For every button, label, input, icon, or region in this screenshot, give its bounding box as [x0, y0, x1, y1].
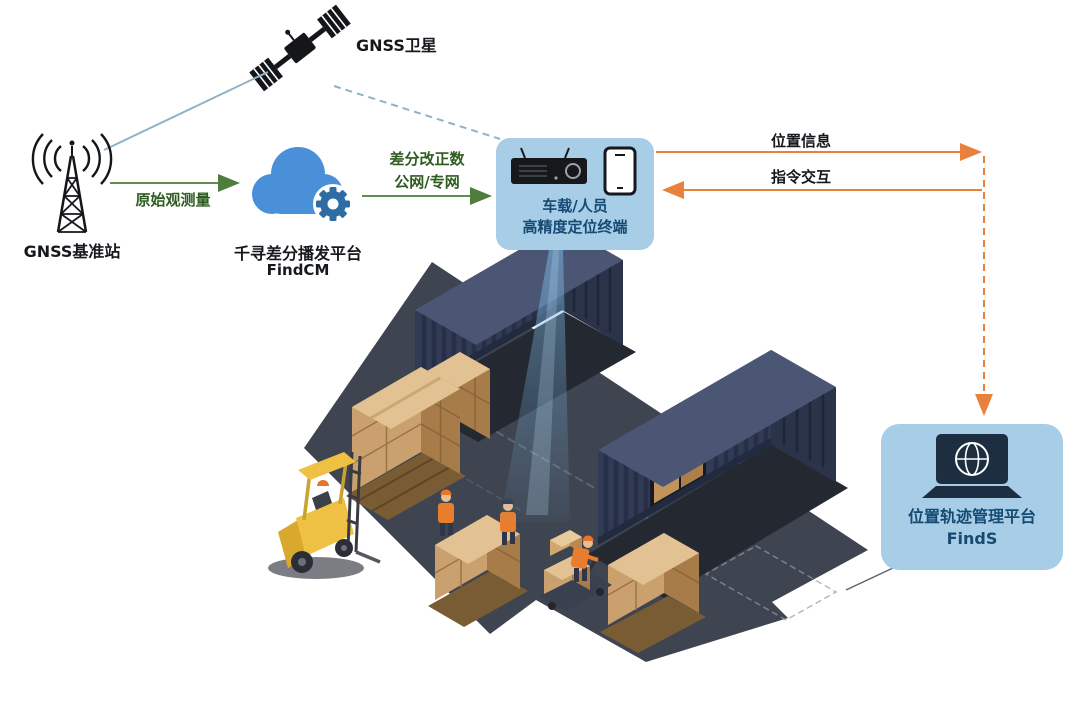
pallet-stack-left	[346, 367, 466, 520]
laptop-globe-icon	[922, 434, 1022, 498]
platform-label-product: FindS	[946, 529, 998, 549]
vehicle-device-and-phone-icon	[511, 146, 637, 196]
worker-leg	[510, 530, 515, 544]
forklift-canopy-posts	[302, 461, 348, 521]
device-knob	[565, 163, 581, 179]
worker-leg	[448, 521, 453, 535]
forklift-body	[296, 498, 354, 556]
worker-leg	[574, 568, 579, 582]
terminal-node: 车载/人员 高精度定位终端	[496, 138, 654, 250]
pallet	[428, 570, 528, 627]
worker-leg	[440, 522, 445, 536]
container-b-top-face	[598, 350, 836, 487]
satellite-antenna	[288, 33, 295, 41]
satellite-icon	[249, 4, 351, 92]
signal-waves-right	[82, 133, 113, 185]
satellite-panel-stripes	[253, 60, 279, 89]
correction-label-line1: 差分改正数	[389, 150, 465, 168]
stack-top	[608, 533, 699, 585]
device-led	[554, 176, 558, 180]
pallet	[346, 452, 466, 520]
satellite-body	[284, 32, 316, 64]
platform-label-name: 位置轨迹管理平台	[907, 507, 1036, 526]
worker-arm	[585, 554, 599, 562]
jack-box2-top	[550, 530, 582, 547]
gear-icon	[316, 187, 350, 221]
device-antennas	[520, 147, 570, 159]
forklift-driver-helmet	[317, 480, 329, 486]
gear-hole	[327, 198, 339, 210]
forklift	[268, 451, 381, 579]
command-label: 指令交互	[770, 168, 832, 186]
worker-1	[438, 489, 454, 536]
satellite-to-terminal-link	[333, 85, 501, 140]
signal-waves-left	[31, 133, 62, 185]
satellite-label: GNSS卫星	[356, 36, 437, 55]
position-info-label: 位置信息	[770, 132, 832, 150]
positioning-beam	[500, 250, 570, 522]
satellite-to-base-link	[103, 71, 269, 151]
pallet-stack-right	[600, 533, 706, 653]
base-station-label: GNSS基准站	[23, 242, 121, 261]
jack-wheel	[596, 588, 604, 596]
forklift-seat	[312, 491, 332, 510]
satellite-antenna-tip	[285, 29, 291, 35]
terminal-label-line2: 高精度定位终端	[522, 218, 628, 236]
tower-legs	[56, 155, 88, 233]
stack-tape	[370, 376, 441, 420]
forklift-fork	[355, 550, 381, 564]
cloud-platform-name: 千寻差分播发平台	[233, 244, 363, 263]
worker-helmet	[440, 489, 452, 495]
management-platform-node: 位置轨迹管理平台 FindS	[881, 424, 1063, 570]
worker-3	[570, 535, 599, 582]
container-a-top-face	[415, 225, 623, 345]
correction-label-line2: 公网/专网	[394, 173, 460, 191]
pallet-stack-center	[428, 515, 528, 627]
cloud-gear-icon	[252, 147, 353, 224]
pallet-slats	[355, 457, 451, 512]
wheel-hub	[341, 545, 347, 551]
device-vents	[519, 165, 547, 177]
smartphone-icon	[603, 146, 637, 196]
laptop-base	[922, 486, 1022, 498]
pallet	[600, 596, 706, 653]
satellite-arm	[274, 54, 292, 70]
worker-vest	[570, 547, 590, 569]
satellite-arm	[308, 26, 326, 42]
stack-top	[435, 515, 520, 564]
jack-platform	[540, 570, 612, 611]
jack-wheel	[548, 602, 556, 610]
forklift-mast	[346, 451, 362, 553]
satellite-panel-stripes	[321, 7, 347, 36]
radio-tower-icon	[31, 133, 113, 233]
container-b-bottom-rail	[598, 437, 771, 546]
worker-leg	[502, 531, 507, 545]
forklift-roof	[298, 452, 356, 480]
worker-leg	[582, 567, 587, 581]
cloud-base	[268, 186, 328, 214]
terminal-label-line1: 车载/人员	[542, 197, 608, 215]
warehouse-scene	[268, 224, 868, 662]
cloud-platform-product: FindCM	[266, 261, 330, 279]
tower-lattice	[57, 177, 87, 233]
worker-vest	[438, 503, 454, 523]
wheel-hub	[298, 558, 306, 566]
raw-observation-label: 原始观测量	[135, 191, 211, 209]
platform-to-yard-link	[845, 567, 894, 591]
vehicle-device-icon	[511, 158, 587, 184]
positioning-beam-core	[526, 250, 559, 515]
worker-helmet	[582, 535, 594, 541]
forklift-shadow	[268, 557, 364, 579]
tower-antenna-tip	[69, 140, 75, 146]
